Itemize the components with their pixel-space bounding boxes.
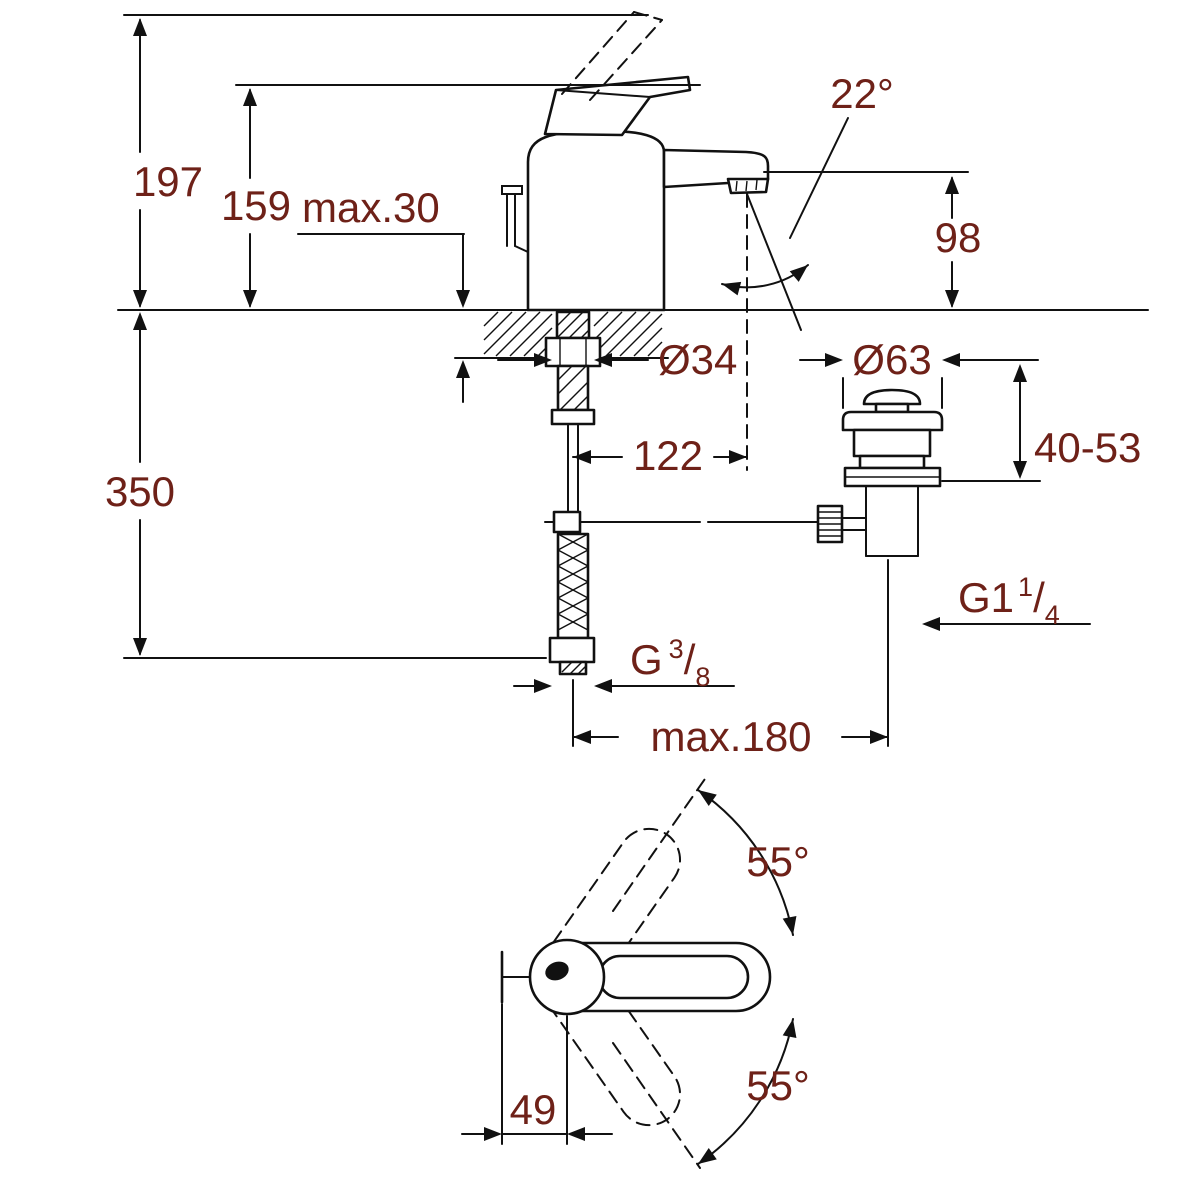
handle-top-view: 55° 55° 49 [461,775,810,1170]
counter-deck [117,309,1149,359]
dim-hose-drop-label: 350 [105,468,175,515]
lever-raised-dashed [561,11,663,101]
dim-hose-drop-350: 350 [105,312,547,659]
aerator-hatching [735,179,758,192]
threaded-section [556,364,590,412]
mounting-nut [544,336,602,368]
dim-handle-pin-offset-label: 49 [510,1086,557,1133]
dim-outlet-height-98: 98 [763,171,982,308]
dim-spout-reach-122: 122 [572,432,748,479]
linkage-clamp [552,510,582,534]
under-deck-assembly [544,310,819,676]
dim-max-counter-depth-label: max.180 [650,713,811,760]
waste-top-flange [841,410,944,432]
dim-waste-deck-range-4053: 40-53 [941,364,1141,482]
hose-nut [548,636,596,664]
hose-braid-hatching [557,533,589,631]
dim-outlet-height-label: 98 [935,214,982,261]
dim-spout-top-height-label: 159 [221,182,291,229]
waste-body [852,428,932,458]
dim-waste-deck-range-label: 40-53 [1034,424,1141,471]
hose-thread-tip [558,660,588,676]
dim-deck-thickness-label: max.30 [302,184,440,231]
swing-arc [693,784,800,1170]
handle-screw-mark [545,961,569,981]
dim-total-height-label: 197 [133,158,203,205]
dim-waste-diameter-label: Ø63 [852,336,931,383]
dim-shank-diameter-34: Ø34 [497,336,737,383]
spout-aerator [726,177,770,195]
faucet-side-view [501,11,770,312]
dim-shank-diameter-label: Ø34 [658,336,737,383]
waste-assembly [816,388,944,557]
dim-handle-pin-offset-49: 49 [461,1003,613,1145]
waste-plug-dome [862,388,922,406]
dim-total-height-197: 197 [123,14,649,308]
dim-max-counter-depth-180: max.180 [572,559,889,760]
popup-rod [501,185,529,253]
dim-spout-angle-label: 22° [830,70,894,117]
dim-handle-swing-down-label: 55° [746,1062,810,1109]
handle-hub [528,938,606,1016]
handle-grip-slot [597,954,750,1000]
waste-tailpiece [865,485,919,557]
dim-handle-swing-up-label: 55° [746,838,810,885]
dim-spout-angle-22: 22° [720,70,894,471]
faucet-body [526,129,666,312]
flexible-hose [556,532,590,640]
dim-spout-reach-label: 122 [633,432,703,479]
shank-collar [550,408,596,426]
dim-deck-thickness-max30: max.30 [297,184,470,403]
waste-neck [858,454,926,470]
dim-waste-diameter-63: Ø63 [799,336,1039,409]
dim-spout-top-height-159: 159 [221,84,701,308]
